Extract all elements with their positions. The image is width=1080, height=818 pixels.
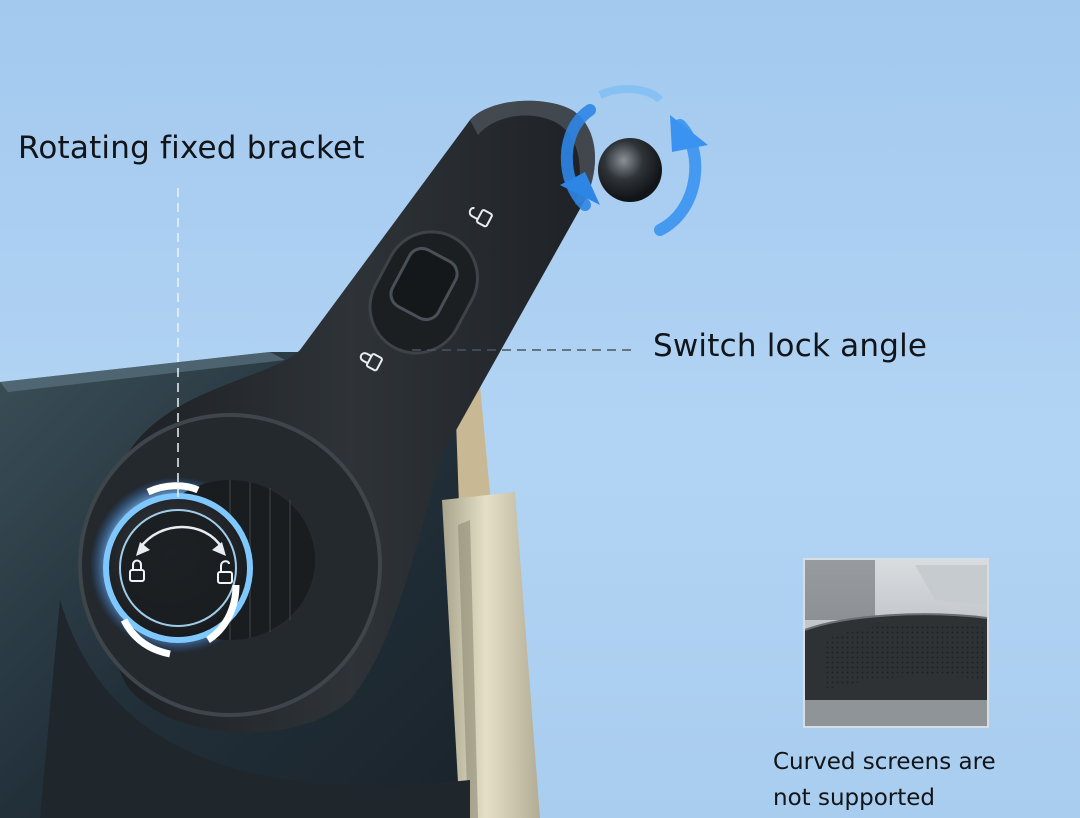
- curved-screens-note: Curved screens are not supported: [773, 744, 996, 816]
- switch-lock-label: Switch lock angle: [653, 328, 928, 364]
- lock-icon: [129, 559, 145, 582]
- unlock-icon: [217, 560, 233, 584]
- curved-screens-note-line1: Curved screens are: [773, 749, 996, 775]
- lock-icon: [359, 352, 383, 372]
- rotating-bracket-label: Rotating fixed bracket: [18, 130, 365, 166]
- curved-screen-photo: [803, 558, 989, 728]
- unlock-icon: [468, 207, 493, 228]
- curved-screens-note-line2: not supported: [773, 785, 936, 811]
- rotate-arrows-icon: [560, 85, 708, 236]
